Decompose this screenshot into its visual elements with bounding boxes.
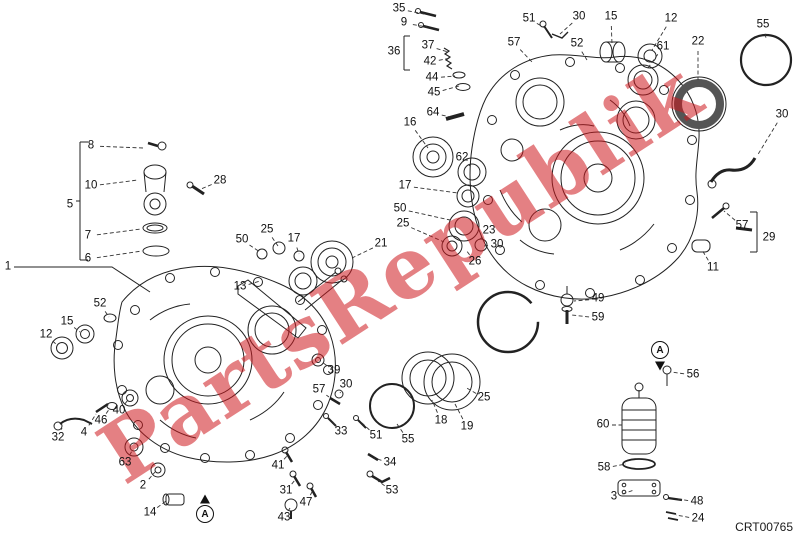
- view-marker-A: A: [196, 505, 214, 523]
- view-marker-A: A: [651, 341, 669, 359]
- callout-25: 25: [396, 217, 410, 230]
- right-crankcase-half: [469, 54, 700, 300]
- callout-30: 30: [490, 238, 504, 251]
- callout-22: 22: [691, 35, 705, 48]
- callout-5: 5: [66, 198, 74, 211]
- callout-4: 4: [80, 426, 88, 439]
- callout-21: 21: [374, 237, 388, 250]
- callout-18: 18: [434, 414, 448, 427]
- callout-6: 6: [84, 252, 92, 265]
- callout-28: 28: [213, 174, 227, 187]
- callout-49: 49: [591, 292, 605, 305]
- callout-7: 7: [84, 229, 92, 242]
- callout-57: 57: [735, 219, 749, 232]
- callout-59: 59: [591, 311, 605, 324]
- callout-14: 14: [143, 506, 157, 519]
- callout-12: 12: [664, 12, 678, 25]
- callout-12: 12: [39, 328, 53, 341]
- callout-25: 25: [260, 223, 274, 236]
- callout-15: 15: [604, 10, 618, 23]
- callout-31: 31: [279, 484, 293, 497]
- callout-53: 53: [385, 484, 399, 497]
- callout-35: 35: [392, 2, 406, 15]
- callout-50: 50: [235, 233, 249, 246]
- callout-42: 42: [423, 55, 437, 68]
- callout-63: 63: [118, 456, 132, 469]
- callout-17: 17: [287, 232, 301, 245]
- callout-58: 58: [597, 461, 611, 474]
- callout-57: 57: [312, 383, 326, 396]
- callout-9: 9: [400, 16, 408, 29]
- view-marker-arrow-down: [655, 361, 665, 371]
- callout-43: 43: [277, 511, 291, 524]
- callout-51: 51: [522, 12, 536, 25]
- callout-1: 1: [4, 260, 12, 273]
- callout-51: 51: [369, 429, 383, 442]
- callout-37: 37: [421, 39, 435, 52]
- callout-47: 47: [299, 496, 313, 509]
- callout-30: 30: [775, 108, 789, 121]
- callout-44: 44: [425, 71, 439, 84]
- callout-39: 39: [327, 364, 341, 377]
- callout-33: 33: [334, 425, 348, 438]
- callout-30: 30: [339, 378, 353, 391]
- view-marker-arrow-up: [200, 494, 210, 504]
- callout-41: 41: [271, 459, 285, 472]
- callout-57: 57: [507, 36, 521, 49]
- callout-29: 29: [762, 231, 776, 244]
- callout-48: 48: [690, 495, 704, 508]
- callout-13: 13: [233, 280, 247, 293]
- callout-2: 2: [139, 479, 147, 492]
- callout-8: 8: [87, 139, 95, 152]
- callout-34: 34: [383, 456, 397, 469]
- callout-24: 24: [691, 512, 705, 525]
- callout-10: 10: [84, 179, 98, 192]
- callout-56: 56: [686, 368, 700, 381]
- callout-19: 19: [460, 420, 474, 433]
- callout-50: 50: [393, 202, 407, 215]
- callout-55: 55: [756, 18, 770, 31]
- callout-64: 64: [426, 106, 440, 119]
- callout-16: 16: [403, 116, 417, 129]
- callout-46: 46: [94, 414, 108, 427]
- callout-60: 60: [596, 418, 610, 431]
- callout-36: 36: [387, 45, 401, 58]
- callout-3: 3: [610, 490, 618, 503]
- callout-55: 55: [401, 433, 415, 446]
- callout-15: 15: [60, 315, 74, 328]
- callout-23: 23: [482, 224, 496, 237]
- callout-32: 32: [51, 431, 65, 444]
- callout-17: 17: [398, 179, 412, 192]
- callout-62: 62: [455, 151, 469, 164]
- callout-25: 25: [477, 391, 491, 404]
- callout-45: 45: [427, 86, 441, 99]
- callout-26: 26: [468, 255, 482, 268]
- callout-30: 30: [572, 10, 586, 23]
- left-crankcase-half: [113, 265, 348, 463]
- catalog-code: CRT00765: [735, 520, 793, 534]
- callout-61: 61: [656, 40, 670, 53]
- callout-40: 40: [112, 404, 126, 417]
- callout-11: 11: [707, 261, 719, 274]
- callout-52: 52: [93, 297, 107, 310]
- callout-52: 52: [570, 37, 584, 50]
- group-brackets: [14, 35, 758, 293]
